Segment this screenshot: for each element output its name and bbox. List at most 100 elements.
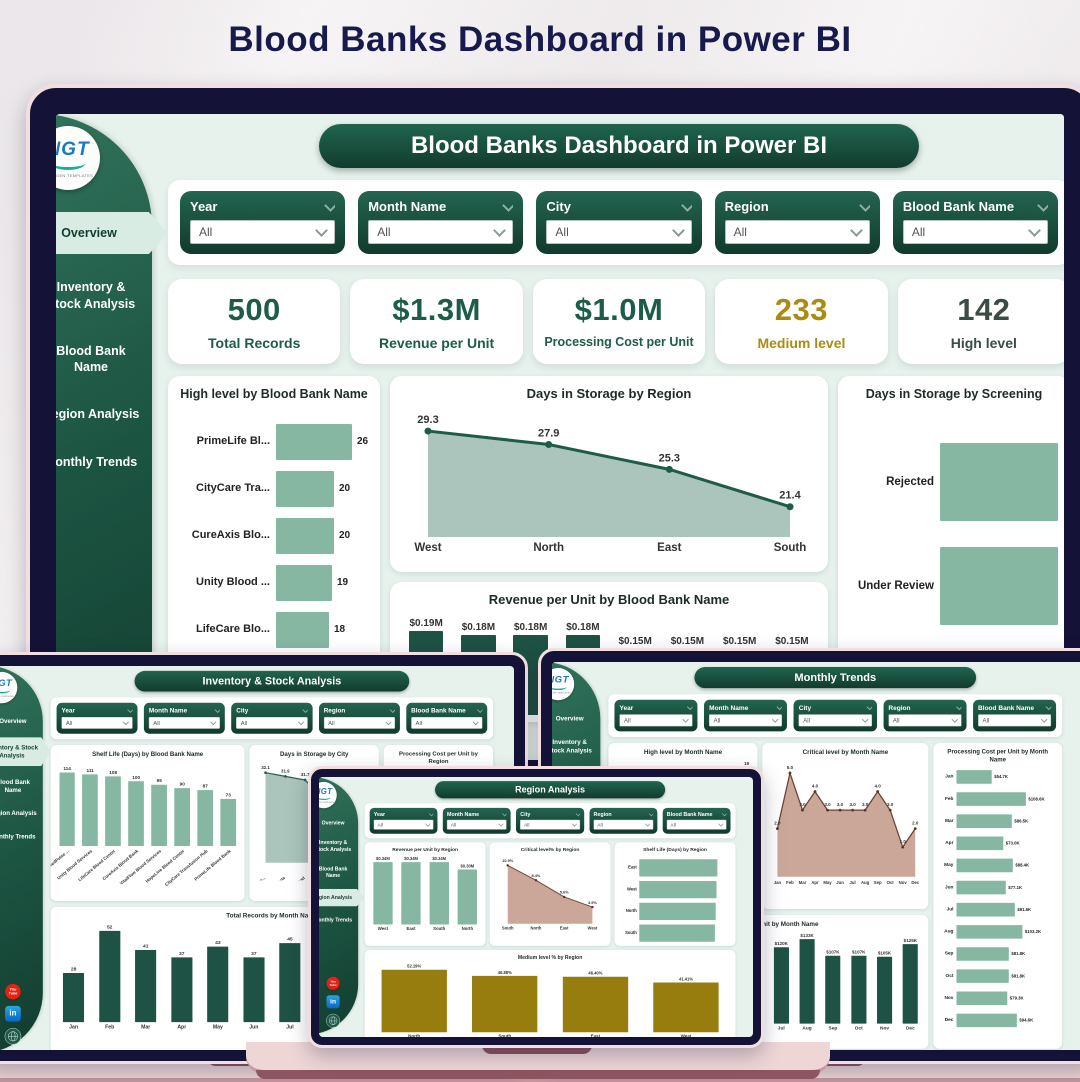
sidebar-item-blood-bank-name[interactable]: Blood Bank Name xyxy=(0,778,31,794)
svg-text:4.0: 4.0 xyxy=(812,784,819,789)
sidebar-item-region-analysis[interactable]: Region Analysis xyxy=(56,407,140,422)
bar-label: LifeCare Blo... xyxy=(196,623,270,636)
sidebar-item-blood-bank-name[interactable]: Blood Bank Name xyxy=(319,865,348,879)
filter-label: Region xyxy=(888,703,911,712)
filter-dropdown-city[interactable]: All xyxy=(520,819,581,830)
ngt-logo: NGTNEXT GEN TEMPLATES xyxy=(552,668,575,701)
sidebar-item-overview[interactable]: Overview xyxy=(555,714,584,722)
svg-text:Sep: Sep xyxy=(874,880,882,885)
chevron-down-icon xyxy=(645,821,651,827)
bar xyxy=(243,957,265,1023)
filter-dropdown-region[interactable]: All xyxy=(593,819,654,830)
bar xyxy=(174,788,191,847)
filter-dropdown-month-name[interactable]: All xyxy=(447,819,508,830)
filter-dropdown-year[interactable]: All xyxy=(619,714,693,727)
filter-dropdown-blood-bank-name[interactable]: All xyxy=(977,714,1051,727)
bar xyxy=(276,423,352,460)
chevron-down-icon xyxy=(498,821,505,827)
bar-label: Feb xyxy=(944,795,954,802)
sidebar-item-monthly-trends[interactable]: Monthly Trends xyxy=(319,916,353,923)
filter-value: All xyxy=(199,225,213,239)
svg-text:29.3: 29.3 xyxy=(417,414,438,426)
table-row: Under Review xyxy=(848,534,1060,638)
sidebar-item-region-analysis[interactable]: Region Analysis xyxy=(0,809,37,817)
globe-icon[interactable] xyxy=(4,1027,22,1045)
bar-value: $0.15M xyxy=(618,635,652,647)
chevron-down-icon xyxy=(123,719,130,726)
filter-dropdown-region[interactable]: All xyxy=(724,220,870,244)
sidebar-item-inventory-stock-analysis[interactable]: Inventory & Stock Analysis xyxy=(552,738,592,754)
svg-text:Oct: Oct xyxy=(887,880,895,885)
sidebar-item-inventory-stock-analysis[interactable]: Inventory & Stock Analysis xyxy=(0,737,51,766)
chevron-down-icon xyxy=(575,811,581,817)
dashboard-header: Inventory & Stock Analysis xyxy=(134,670,410,692)
filter-dropdown-blood-bank-name[interactable]: All xyxy=(902,220,1049,244)
filter-dropdown-blood-bank-name[interactable]: All xyxy=(667,819,727,830)
sidebar-item-inventory-stock-analysis[interactable]: Inventory & Stock Analysis xyxy=(56,280,136,311)
table-row: LifeCare Blo... 18 xyxy=(178,606,370,653)
filter-dropdown-region[interactable]: All xyxy=(888,714,962,727)
globe-icon[interactable] xyxy=(326,1013,341,1028)
bar-value: $133K xyxy=(800,933,814,939)
filter-value: All xyxy=(713,716,721,724)
sidebar-item-overview[interactable]: Overview xyxy=(0,717,27,725)
sidebar-item-region-analysis[interactable]: Region Analysis xyxy=(319,888,366,907)
linkedin-icon[interactable]: in xyxy=(5,1005,22,1022)
kpi-value: 142 xyxy=(957,292,1011,327)
filter-value: All xyxy=(803,716,810,724)
filter-dropdown-month-name[interactable]: All xyxy=(149,717,221,729)
sidebar-item-monthly-trends[interactable]: Monthly Trends xyxy=(56,454,138,469)
filter-dropdown-year[interactable]: All xyxy=(190,220,336,244)
bar-value: $105K xyxy=(877,950,892,956)
bar-value: 18 xyxy=(334,624,346,636)
filter-dropdown-year[interactable]: All xyxy=(374,819,434,830)
svg-text:3.0: 3.0 xyxy=(799,802,806,807)
linkedin-icon[interactable]: in xyxy=(326,995,340,1009)
filter-dropdown-city[interactable]: All xyxy=(236,717,308,729)
axis-label: Dec xyxy=(905,1025,915,1032)
bar-value: 45 xyxy=(287,936,293,943)
filter-dropdown-city[interactable]: All xyxy=(546,220,692,244)
filter-dropdown-year[interactable]: All xyxy=(61,717,133,729)
bar xyxy=(956,792,1026,806)
sidebar-item-overview[interactable]: Overview xyxy=(56,212,168,255)
kpi-value: $1.0M xyxy=(574,292,664,327)
logo-swoosh-icon xyxy=(0,687,11,694)
filter-dropdown-blood-bank-name[interactable]: All xyxy=(411,717,483,729)
filter-dropdown-month-name[interactable]: All xyxy=(709,714,783,727)
filter-value: All xyxy=(377,225,391,239)
filter-dropdown-month-name[interactable]: All xyxy=(368,220,514,244)
sidebar-item-blood-bank-name[interactable]: Blood Bank Name xyxy=(56,343,126,374)
table-row: Oct$81.8K xyxy=(938,965,1057,987)
chevron-down-icon xyxy=(722,811,727,817)
sidebar-item-inventory-stock-analysis[interactable]: Inventory & Stock Analysis xyxy=(319,839,352,853)
filter-label: Region xyxy=(323,706,346,715)
chart-title: Shelf Life (Days) by Region xyxy=(643,846,708,853)
table-row: Dec$94.6K xyxy=(938,1009,1057,1031)
bar-label: CityCare Tra... xyxy=(196,482,270,495)
sidebar-item-overview[interactable]: Overview xyxy=(321,820,345,826)
filter-label: Year xyxy=(61,706,76,715)
axis-label: West xyxy=(378,926,389,931)
bar-label: North xyxy=(626,909,638,914)
chart-title: Days in Storage by Region xyxy=(526,386,692,401)
svg-text:21.4: 21.4 xyxy=(779,490,801,502)
dashboard-header: Region Analysis xyxy=(435,781,666,799)
chart-title: Days in Storage by Screening xyxy=(865,387,1043,401)
bar xyxy=(653,982,719,1033)
chevron-down-icon xyxy=(477,706,483,713)
bar xyxy=(276,611,329,648)
filter-dropdown-city[interactable]: All xyxy=(798,714,872,727)
filter-dropdown-region[interactable]: All xyxy=(323,717,396,729)
sidebar-item-monthly-trends[interactable]: Monthly Trends xyxy=(0,833,36,840)
chevron-down-icon xyxy=(1045,703,1051,710)
filter-value: All xyxy=(555,225,569,239)
